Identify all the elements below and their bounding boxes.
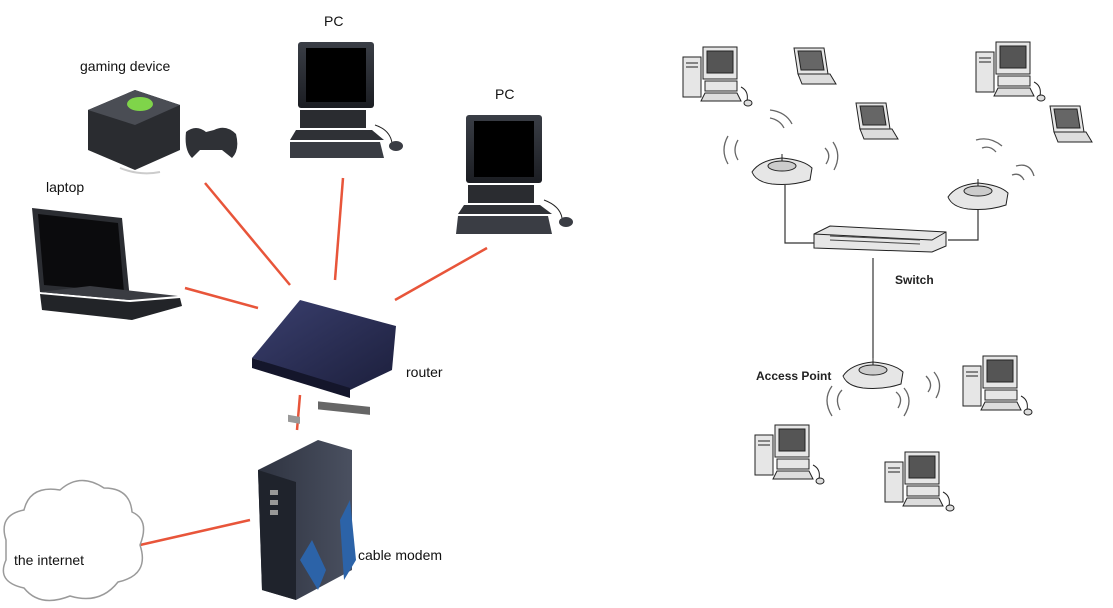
access-point-icon [842, 357, 904, 389]
access-point-icon [751, 153, 813, 185]
pc-top-icon [290, 42, 403, 158]
link-pc2-router [394, 246, 488, 302]
laptop-icon-bw [1049, 105, 1093, 143]
line-ap2-switch [948, 205, 979, 241]
label-router: router [406, 364, 443, 380]
pc-right-icon [456, 115, 573, 234]
label-access-point: Access Point [756, 369, 832, 383]
laptop-icon-bw [793, 47, 837, 85]
switch-icon [813, 225, 947, 253]
link-gaming-router [204, 182, 291, 286]
laptop-icon-bw [855, 102, 899, 140]
workstation-icon [962, 355, 1033, 416]
router-icon [252, 300, 396, 424]
gaming-device-icon [88, 90, 238, 175]
cable-modem-icon [258, 440, 356, 600]
workstation-icon [682, 46, 753, 107]
label-pc-top: PC [324, 13, 344, 29]
workstation-icon [884, 451, 955, 512]
workstation-icon [754, 424, 825, 485]
link-internet-modem [139, 518, 251, 547]
internet-cloud-icon [2, 479, 145, 602]
label-laptop: laptop [46, 179, 85, 195]
link-router-modem [295, 394, 302, 431]
right-lines [784, 185, 979, 358]
label-cable-modem: cable modem [358, 547, 443, 563]
line-ap1-switch [784, 185, 815, 244]
link-laptop-router [184, 286, 259, 310]
label-internet: the internet [14, 552, 85, 568]
label-gaming-device: gaming device [80, 58, 171, 74]
access-point-icon [947, 178, 1009, 210]
laptop-icon [32, 208, 182, 320]
wireless-waves [723, 109, 1035, 417]
workstation-icon [975, 41, 1046, 102]
link-pc-router [333, 177, 345, 281]
label-switch: Switch [895, 273, 934, 287]
left-links [139, 177, 488, 547]
label-pc-right: PC [495, 86, 515, 102]
